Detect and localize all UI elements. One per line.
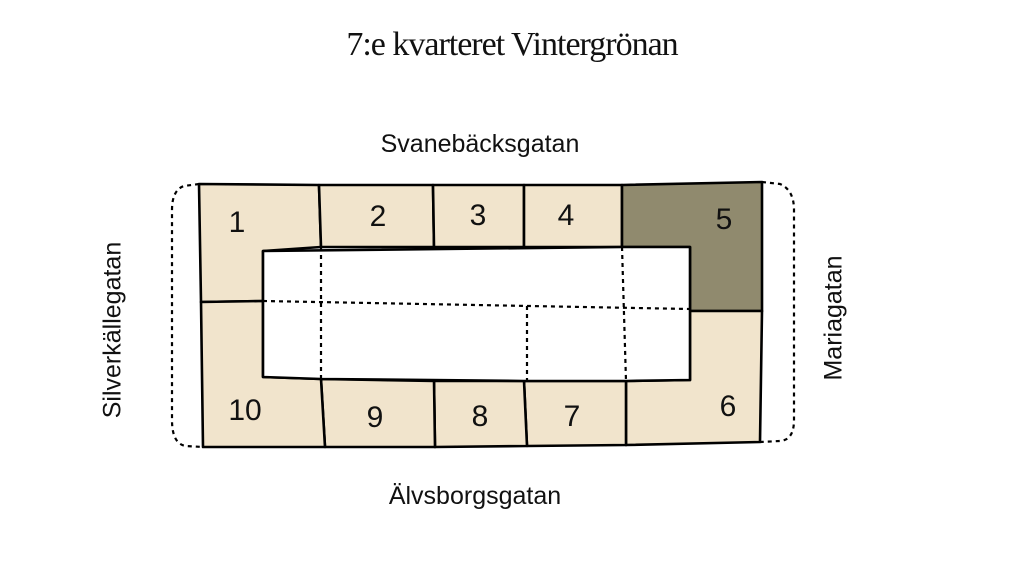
lot-number-1: 1 bbox=[229, 206, 246, 239]
lot-number-2: 2 bbox=[370, 200, 387, 233]
lot-number-5: 5 bbox=[716, 203, 733, 236]
map-title: 7:e kvarteret Vintergrönan bbox=[346, 26, 678, 63]
lot-number-3: 3 bbox=[470, 199, 487, 232]
courtyard bbox=[261, 245, 692, 383]
courtyard-divider-horizontal bbox=[262, 299, 691, 311]
lot-number-8: 8 bbox=[472, 400, 489, 433]
street-label-north: Svanebäcksgatan bbox=[380, 130, 580, 158]
lot-number-6: 6 bbox=[720, 390, 737, 423]
courtyard-divider-3 bbox=[620, 246, 628, 382]
lot-number-9: 9 bbox=[367, 401, 384, 434]
west-street-edge bbox=[170, 182, 204, 449]
lot-number-10: 10 bbox=[228, 394, 261, 427]
lot-number-4: 4 bbox=[558, 199, 575, 232]
lot-number-7: 7 bbox=[564, 400, 581, 433]
street-label-south: Älvsborgsgatan bbox=[388, 482, 562, 510]
east-street-edge bbox=[759, 180, 796, 444]
